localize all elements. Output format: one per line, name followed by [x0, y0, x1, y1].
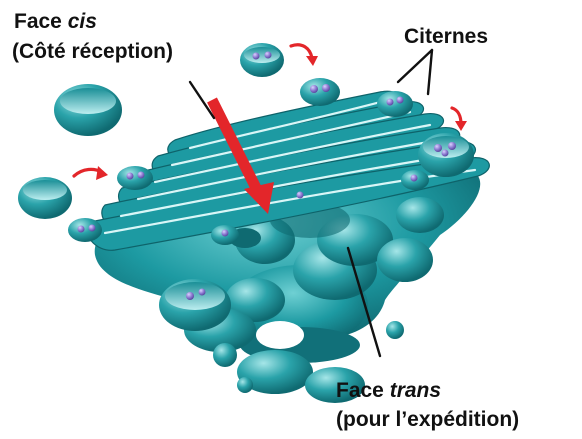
label-trans-face-italic: trans [390, 379, 441, 402]
vesicle-left [18, 177, 72, 219]
label-trans-face: Face trans [336, 378, 441, 403]
vesicle-right [418, 133, 474, 177]
vesicle-top-left [54, 84, 122, 136]
label-cis-face: Face cis [14, 9, 97, 34]
label-cis-face-italic: cis [68, 10, 97, 33]
label-cis-face-prefix: Face [14, 10, 68, 33]
label-trans-subtitle: (pour l’expédition) [336, 407, 519, 432]
vesicle-top [240, 43, 284, 77]
vesicle-bottom-left [159, 279, 231, 331]
label-cis-subtitle: (Côté réception) [12, 39, 173, 64]
label-trans-face-prefix: Face [336, 379, 390, 402]
vesicle-budding-top [300, 78, 340, 106]
label-cisternae: Citernes [404, 24, 488, 49]
